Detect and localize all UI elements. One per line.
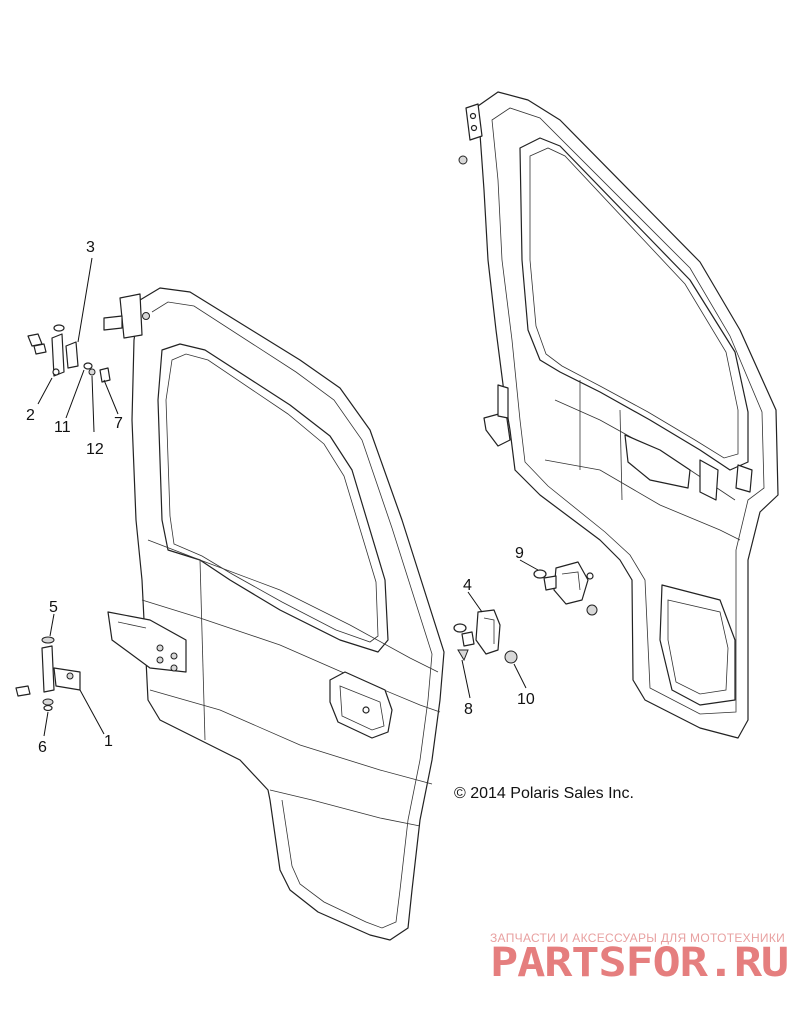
callout-5: 5 [49, 599, 58, 616]
latch-parts [453, 609, 518, 664]
watermark-tagline: ЗАПЧАСТИ И АКСЕССУАРЫ ДЛЯ МОТОТЕХНИКИ [490, 931, 785, 945]
callout-6: 6 [38, 739, 47, 756]
callout-11: 11 [54, 419, 71, 436]
callout-3: 3 [86, 239, 95, 256]
callout-9: 9 [515, 545, 524, 562]
right-door-inner-panel [458, 91, 779, 739]
callout-1: 1 [104, 733, 113, 750]
watermark-brand: PARTSFOR.RU [490, 940, 788, 986]
callout-10: 10 [517, 691, 535, 708]
callout-2: 2 [26, 407, 35, 424]
left-door-outer-panel [103, 287, 445, 941]
callout-8: 8 [464, 701, 473, 718]
callout-4: 4 [463, 577, 472, 594]
watermark: ЗАПЧАСТИ И АКСЕССУАРЫ ДЛЯ МОТОТЕХНИКИ PA… [490, 931, 789, 986]
copyright-notice: © 2014 Polaris Sales Inc. [454, 785, 634, 802]
callout-labels: 3 2 11 7 12 5 6 1 4 8 9 10 [26, 239, 535, 756]
striker-parts [533, 561, 598, 616]
upper-hinge-parts [27, 324, 111, 383]
leader-lines [37, 257, 539, 737]
lower-hinge-parts [15, 636, 81, 712]
callout-7: 7 [114, 415, 123, 432]
callout-12: 12 [86, 441, 104, 458]
